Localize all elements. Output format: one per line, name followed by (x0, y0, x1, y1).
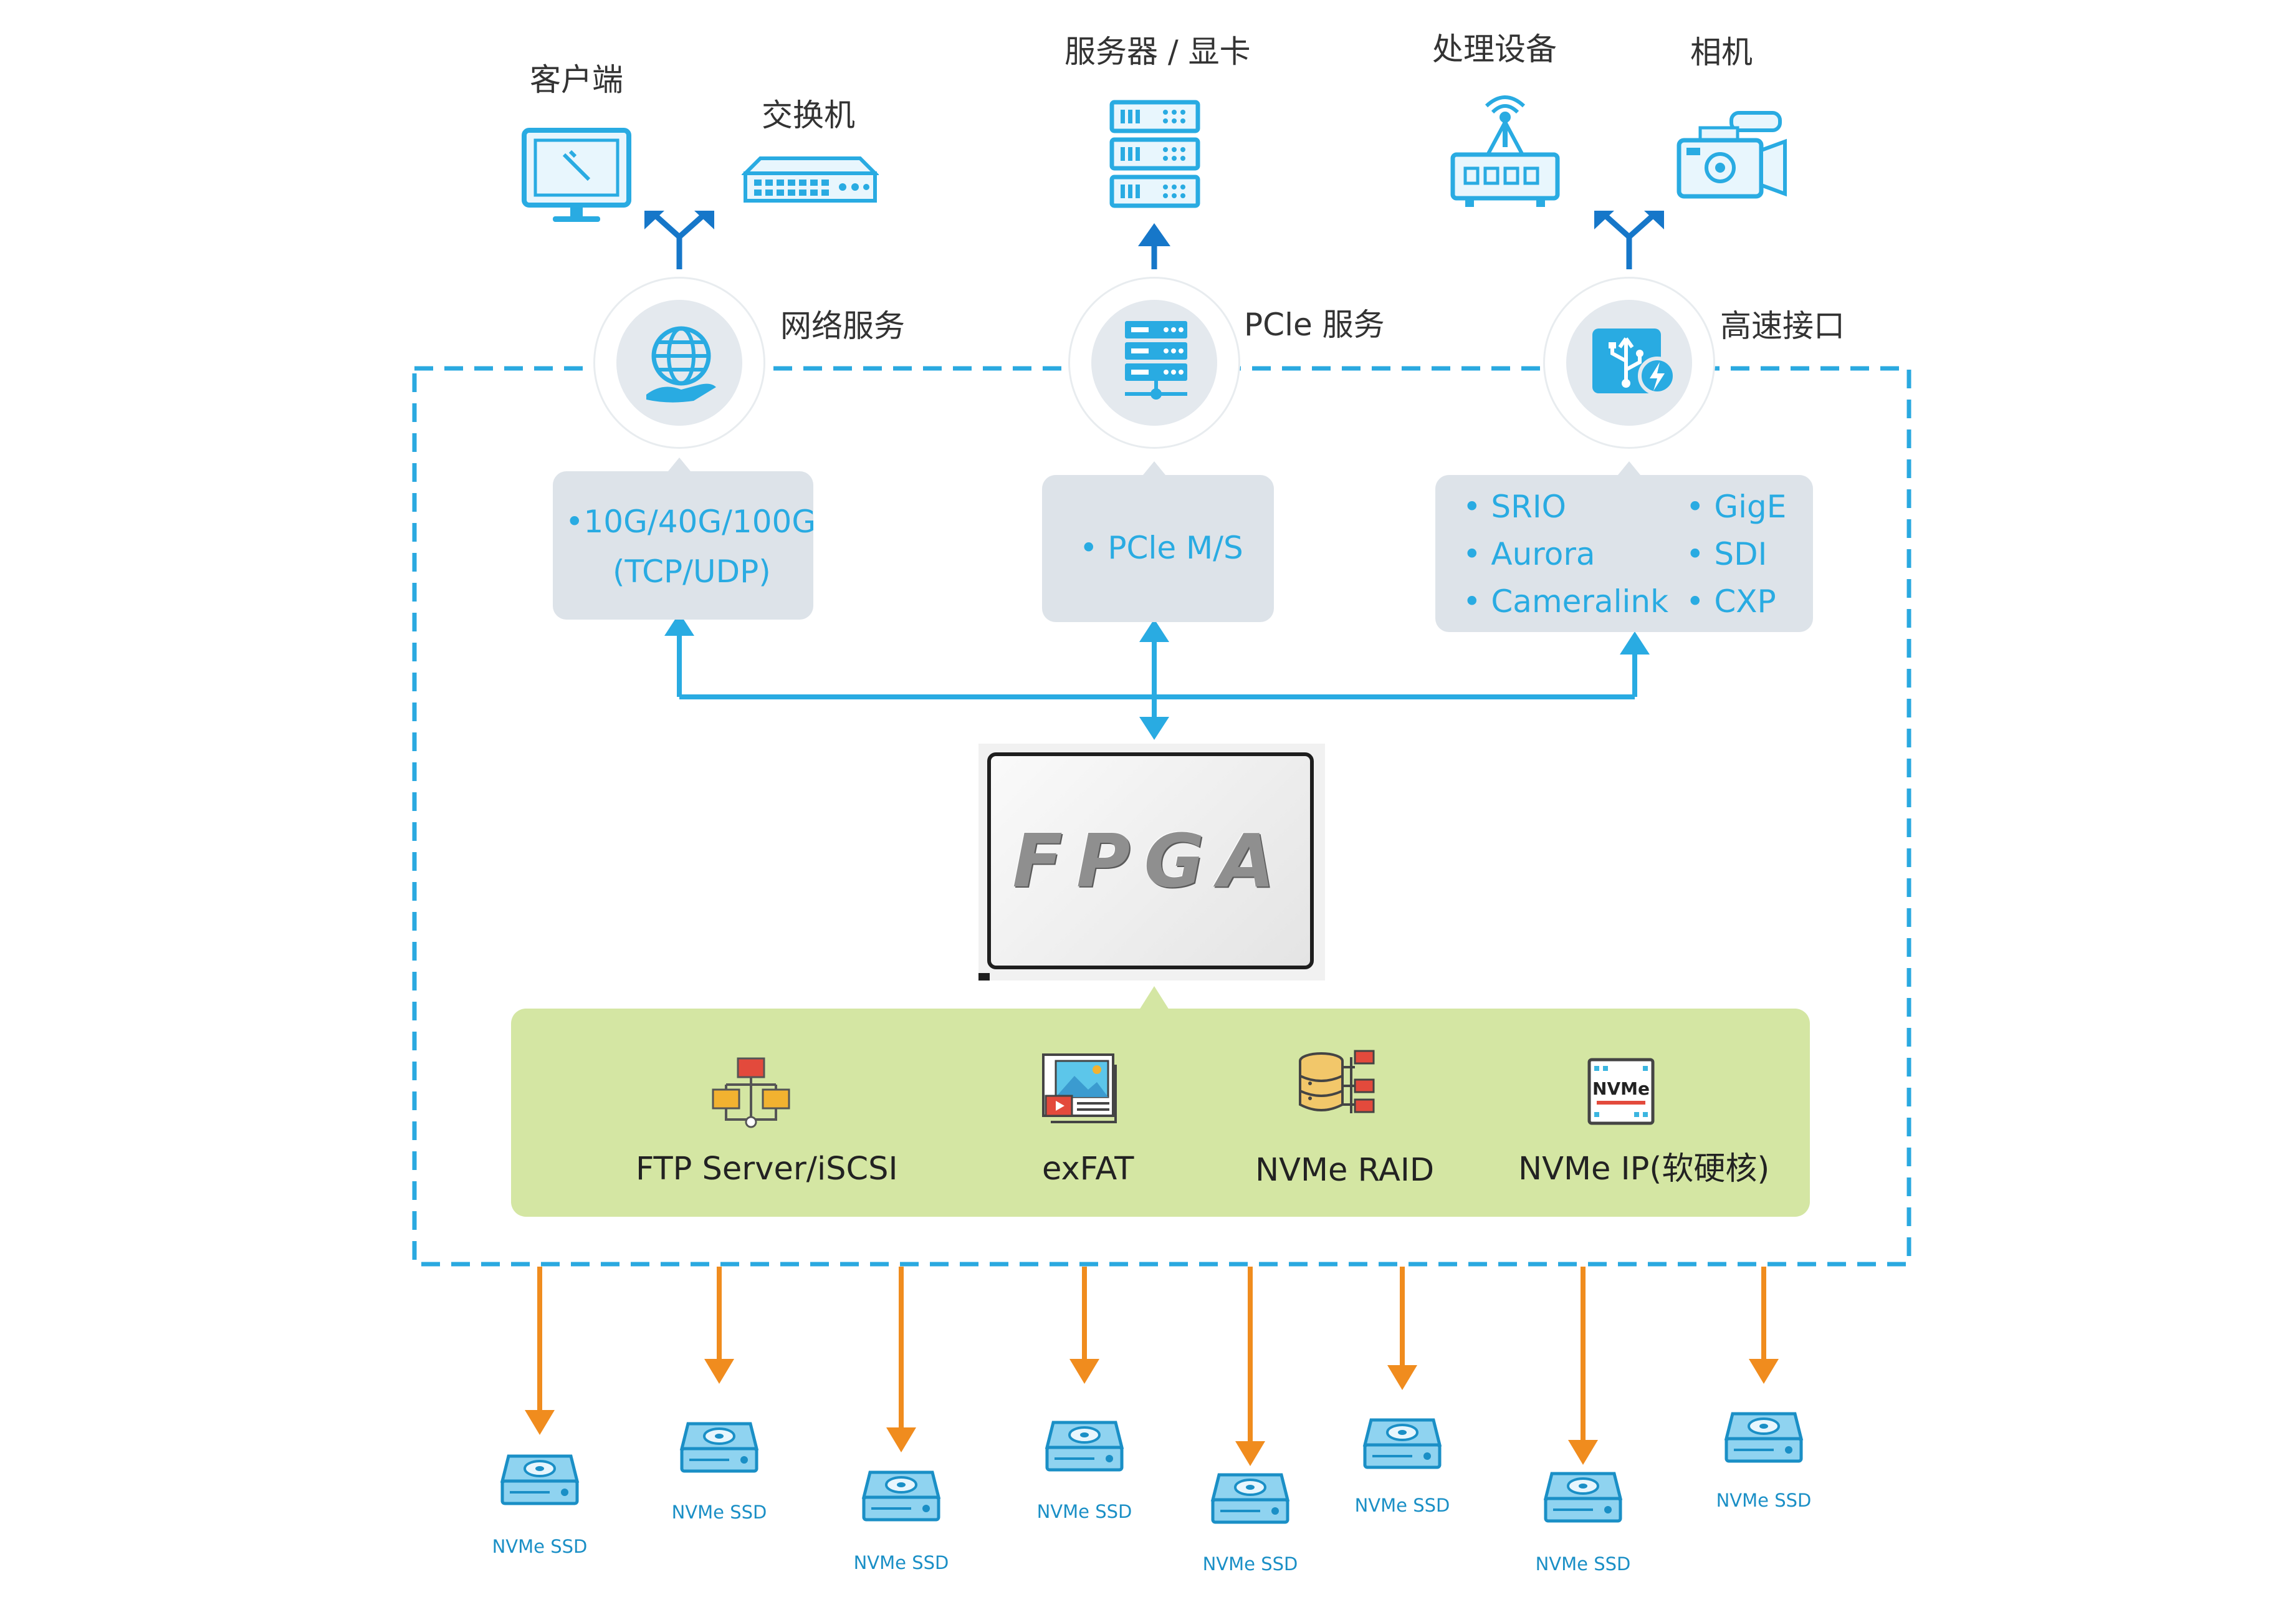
highspeed-service-label: 高速接口 (1720, 308, 1845, 344)
ssd-arrowhead (1749, 1359, 1779, 1384)
ssd-label: NVMe SSD (853, 1552, 949, 1573)
hs-item-gige: • GigE (1686, 489, 1787, 525)
hs-item-sdi: • SDI (1686, 536, 1767, 572)
camera-label: 相机 (1690, 34, 1753, 70)
processing-label: 处理设备 (1432, 31, 1557, 67)
hs-item-srio: • SRIO (1463, 489, 1566, 525)
server-gpu-label: 服务器 / 显卡 (1064, 34, 1251, 70)
ssd-arrowhead (704, 1359, 734, 1384)
network-switch-icon (742, 156, 879, 203)
router-icon (1450, 95, 1560, 207)
storage-features-bar: FTP Server/iSCSI exFAT NVMe RAID NVMe (511, 1009, 1810, 1217)
hard-drive-icon (1045, 1419, 1124, 1476)
fpga-label: FPGA (1012, 818, 1289, 904)
hs-item-cxp: • CXP (1686, 583, 1776, 620)
network-protocol-line2: (TCP/UDP) (613, 554, 771, 590)
highspeed-protocol-box: • SRIO • Aurora • Cameralink • GigE • SD… (1435, 475, 1813, 632)
ssd-label: NVMe SSD (1716, 1490, 1812, 1511)
video-camera-icon (1677, 111, 1787, 199)
hard-drive-icon (1362, 1416, 1442, 1474)
hard-drive-icon (500, 1452, 580, 1510)
bus-center-up-arrowhead (1139, 619, 1169, 642)
client-label: 客户端 (530, 62, 623, 98)
hs-item-cameralink: • Cameralink (1463, 583, 1669, 620)
fork-right-head-b (1644, 211, 1664, 229)
media-files-icon (1042, 1053, 1117, 1123)
fork-left-head-a (644, 211, 664, 229)
ssd-label: NVMe SSD (492, 1536, 588, 1557)
hard-drive-icon (679, 1420, 759, 1477)
ssd-label: NVMe SSD (1535, 1553, 1631, 1575)
server-rack-icon (1109, 100, 1200, 208)
server-stack-icon (1125, 321, 1187, 400)
network-service-label: 网络服务 (780, 308, 905, 344)
database-raid-icon (1299, 1050, 1375, 1113)
ssd-arrowhead (525, 1410, 555, 1435)
fpga-chip: FPGA (978, 744, 1325, 981)
bus-left-arrowhead (664, 613, 694, 636)
bus-center-down-arrowhead (1139, 717, 1169, 740)
pointer-green-bar (1139, 986, 1169, 1010)
ssd-arrowhead (1235, 1441, 1265, 1466)
network-service-node (593, 277, 765, 449)
network-protocol-line1: •10G/40G/100G (565, 504, 816, 540)
nvme-ip-label: NVMe IP(软硬核) (1518, 1151, 1770, 1187)
fork-arrow-left (653, 213, 706, 269)
network-protocol-box: •10G/40G/100G (TCP/UDP) (553, 471, 816, 620)
pcie-service-node (1068, 277, 1240, 449)
switch-label: 交换机 (762, 97, 855, 133)
fork-right-head-a (1594, 211, 1614, 229)
pointer-highspeed (1618, 461, 1640, 475)
pointer-pcie (1143, 461, 1165, 475)
pcie-protocol-box: • PCle M/S (1042, 475, 1274, 622)
hard-drive-icon (1210, 1471, 1290, 1528)
ssd-arrowhead (1568, 1440, 1598, 1465)
exfat-label: exFAT (1042, 1151, 1134, 1187)
nvme-chip-text: NVMe (1592, 1078, 1650, 1099)
hard-drive-icon (1724, 1410, 1804, 1467)
fork-arrow-right (1603, 213, 1655, 269)
monitor-icon (522, 128, 631, 222)
network-topology-icon (712, 1057, 790, 1128)
ssd-label: NVMe SSD (1202, 1553, 1298, 1575)
pcie-protocol-line1: • PCle M/S (1079, 530, 1243, 566)
center-arrowhead (1138, 223, 1170, 246)
globe-hand-icon (646, 326, 716, 403)
usb-lightning-icon (1592, 329, 1677, 395)
ssd-arrowhead (886, 1427, 916, 1452)
ssd-arrowhead (1069, 1359, 1099, 1384)
pointer-network (668, 458, 691, 471)
ssd-arrows (525, 1267, 1779, 1466)
ssd-label: NVMe SSD (671, 1502, 767, 1523)
pcie-service-label: PCle 服务 (1244, 307, 1385, 343)
hs-item-aurora: • Aurora (1463, 536, 1595, 572)
ssd-arrowhead (1387, 1365, 1417, 1390)
ssd-label: NVMe SSD (1354, 1495, 1450, 1516)
fork-left-head-b (694, 211, 714, 229)
nvme-raid-label: NVMe RAID (1255, 1152, 1435, 1189)
nvme-chip-icon: NVMe (1587, 1058, 1655, 1125)
highspeed-service-node (1543, 277, 1715, 449)
ssd-label: NVMe SSD (1036, 1501, 1132, 1522)
hard-drive-icon (861, 1469, 941, 1526)
ftp-iscsi-label: FTP Server/iSCSI (636, 1151, 898, 1187)
bus-right-arrowhead (1620, 631, 1650, 655)
hard-drive-icon (1543, 1470, 1623, 1527)
